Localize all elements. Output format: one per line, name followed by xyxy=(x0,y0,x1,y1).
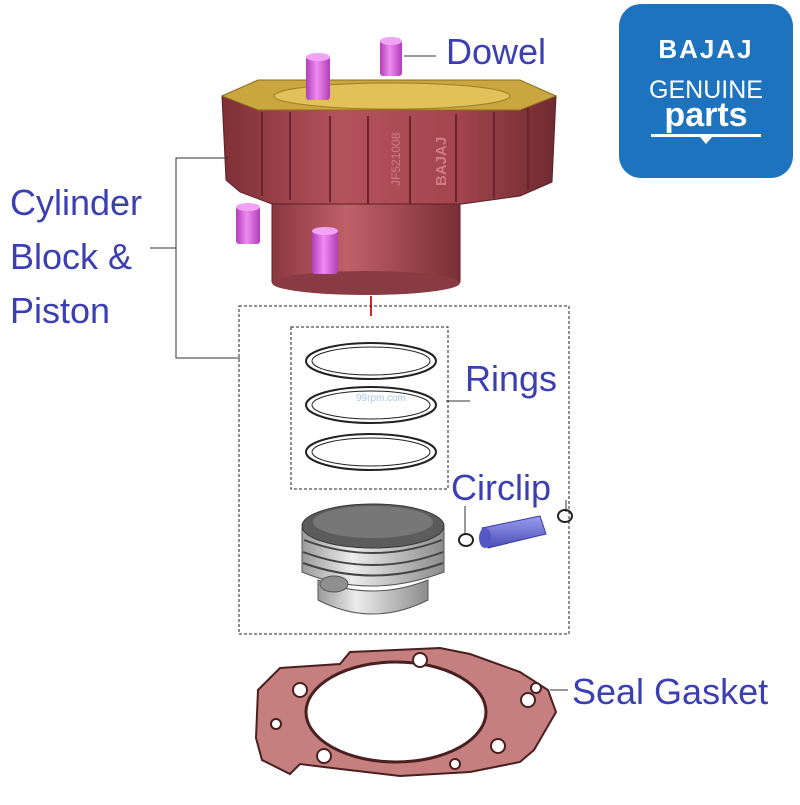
dowel-label: Dowel xyxy=(446,31,547,72)
logo-arrow-icon xyxy=(700,137,712,144)
rings-box xyxy=(290,326,449,490)
dowel-pin xyxy=(306,53,330,100)
circlip xyxy=(458,533,474,547)
cylinder-block: BAJAJ JF521008 xyxy=(220,79,558,316)
logo-underline xyxy=(651,134,761,137)
rings-label: Rings xyxy=(465,358,558,399)
dowel-pin xyxy=(236,203,260,244)
piston-rings xyxy=(305,342,437,471)
logo-parts: parts xyxy=(664,96,748,134)
piston-ring xyxy=(305,433,437,471)
cylinder-label-line: Block & xyxy=(10,236,133,277)
logo-brand: BAJAJ xyxy=(658,34,754,64)
watermark: 99rpm.com xyxy=(356,393,407,404)
piston xyxy=(301,503,445,615)
cylinder-label-line: Piston xyxy=(10,290,111,331)
dowel-pin xyxy=(380,37,402,76)
block-part-code: JF521008 xyxy=(389,132,403,186)
logo-genuine: GENUINE xyxy=(649,76,763,104)
piston-pin xyxy=(479,515,547,549)
cylinder-label-line: Cylinder xyxy=(10,182,143,223)
cylinder-block-piston-label: Cylinder Block & Piston xyxy=(10,176,142,338)
seal-gasket-label: Seal Gasket xyxy=(572,671,769,712)
piston-ring xyxy=(305,386,437,424)
leader-lines xyxy=(150,55,568,691)
circlip xyxy=(557,509,573,523)
circlip-label: Circlip xyxy=(451,467,552,508)
piston-kit-box xyxy=(238,305,570,635)
bajaj-genuine-parts-logo: BAJAJ GENUINE parts xyxy=(619,4,793,178)
piston-ring xyxy=(305,342,437,380)
dowel-pin xyxy=(312,227,338,274)
block-brand-marking: BAJAJ xyxy=(433,137,450,186)
seal-gasket xyxy=(254,646,558,778)
dowel-pins xyxy=(236,37,402,274)
